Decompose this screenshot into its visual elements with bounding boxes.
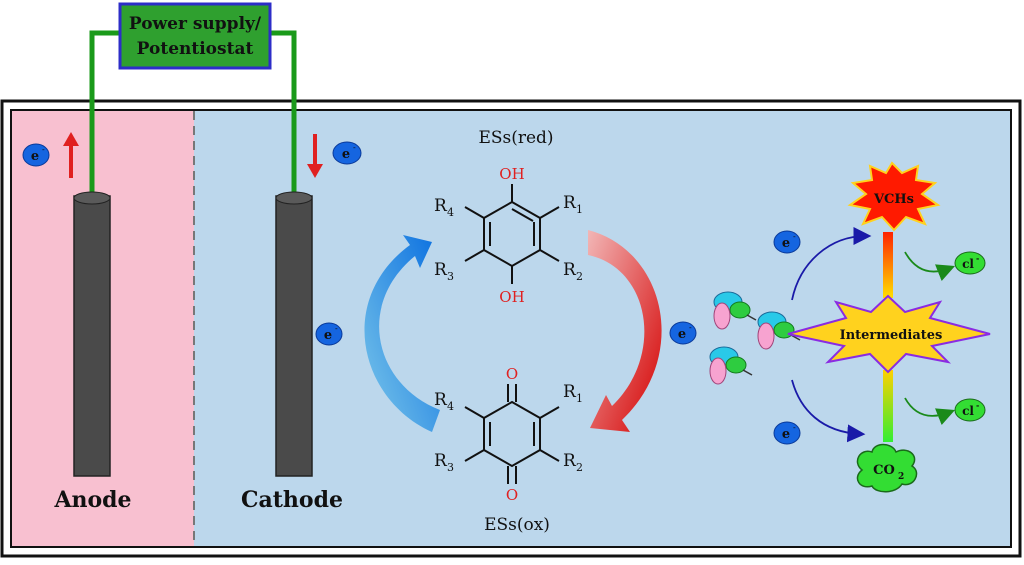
power-supply-box bbox=[118, 2, 272, 70]
power-supply-label-2: Potentiostat bbox=[137, 39, 254, 59]
vchs-to-intermediates-bar bbox=[883, 232, 893, 298]
cathode-electron-down-arrow bbox=[307, 134, 323, 178]
electron-to-microbes: e - bbox=[669, 321, 697, 345]
svg-text:1: 1 bbox=[576, 203, 583, 216]
oxidized-mediator-label: ESs(ox) bbox=[484, 515, 550, 535]
o-top-label: O bbox=[506, 365, 518, 383]
svg-text:e: e bbox=[324, 328, 332, 343]
svg-text:-: - bbox=[976, 400, 979, 410]
svg-text:3: 3 bbox=[447, 461, 454, 474]
co2-cloud: CO 2 bbox=[856, 443, 918, 493]
svg-text:R: R bbox=[434, 390, 448, 410]
electron-cathode-mid: e - bbox=[315, 322, 343, 346]
svg-text:-: - bbox=[42, 145, 45, 154]
cathode-rod bbox=[275, 195, 313, 477]
anode-rod-top bbox=[73, 191, 111, 205]
blue-reduction-arrow bbox=[364, 235, 440, 432]
chloride-blob-bottom: cl - bbox=[954, 398, 986, 422]
chloride-release-arrow-bottom bbox=[904, 397, 956, 426]
co2-label: CO bbox=[873, 463, 895, 478]
electron-lower-path: e - bbox=[773, 421, 801, 445]
chloride-blob-top: cl - bbox=[954, 251, 986, 275]
svg-text:-: - bbox=[689, 323, 692, 332]
svg-text:1: 1 bbox=[576, 392, 583, 405]
svg-text:e: e bbox=[782, 236, 790, 251]
svg-text:R: R bbox=[563, 451, 577, 471]
hydroquinone-structure bbox=[464, 184, 560, 284]
oh-bottom-label: OH bbox=[499, 288, 524, 306]
svg-text:e: e bbox=[31, 149, 39, 164]
svg-text:-: - bbox=[793, 232, 796, 241]
cathode-label: Cathode bbox=[241, 487, 343, 513]
anode-wire bbox=[89, 30, 122, 198]
svg-text:cl: cl bbox=[962, 404, 974, 418]
cathode-wire bbox=[268, 30, 297, 198]
svg-text:R: R bbox=[563, 260, 577, 280]
lower-electron-path-arrow bbox=[791, 379, 866, 443]
upper-electron-path-arrow bbox=[791, 227, 872, 301]
svg-text:e: e bbox=[678, 327, 686, 342]
reduced-mediator-label: ESs(red) bbox=[478, 128, 553, 148]
tank-inner-frame bbox=[10, 109, 1012, 548]
anode-electron-up-arrow bbox=[63, 132, 79, 178]
svg-text:R: R bbox=[434, 451, 448, 471]
svg-text:R: R bbox=[434, 260, 448, 280]
microbe-icon bbox=[709, 346, 753, 385]
svg-text:e: e bbox=[782, 427, 790, 442]
benzoquinone-structure bbox=[464, 384, 560, 484]
electron-cathode-top: e - bbox=[332, 141, 362, 165]
vchs-label: VCHs bbox=[873, 192, 914, 207]
anode-rod bbox=[73, 195, 111, 477]
cathode-rod-top bbox=[275, 191, 313, 205]
svg-text:-: - bbox=[976, 253, 979, 263]
svg-text:-: - bbox=[353, 143, 356, 152]
svg-text:-: - bbox=[335, 324, 338, 333]
svg-text:R: R bbox=[563, 193, 577, 213]
co2-subscript: 2 bbox=[898, 472, 904, 482]
svg-text:e: e bbox=[342, 147, 350, 162]
svg-text:4: 4 bbox=[447, 400, 454, 413]
o-bottom-label: O bbox=[506, 486, 518, 504]
svg-text:3: 3 bbox=[447, 270, 454, 283]
oh-top-label: OH bbox=[499, 165, 524, 183]
vchs-burst bbox=[847, 161, 941, 232]
intermediates-to-co2-bar bbox=[883, 370, 893, 442]
svg-text:2: 2 bbox=[576, 461, 583, 474]
svg-text:cl: cl bbox=[962, 257, 974, 271]
svg-text:4: 4 bbox=[447, 206, 454, 219]
anode-label: Anode bbox=[53, 487, 131, 513]
red-oxidation-arrow bbox=[588, 230, 662, 432]
electron-anode: e - bbox=[22, 143, 50, 167]
svg-text:R: R bbox=[563, 382, 577, 402]
intermediates-burst bbox=[787, 294, 991, 374]
intermediates-label: Intermediates bbox=[840, 328, 943, 343]
svg-text:-: - bbox=[793, 423, 796, 432]
chloride-release-arrow-top bbox=[904, 251, 956, 282]
microbe-icon bbox=[713, 291, 757, 330]
power-supply-label-1: Power supply/ bbox=[129, 14, 262, 34]
svg-text:R: R bbox=[434, 196, 448, 216]
svg-text:2: 2 bbox=[576, 270, 583, 283]
electron-upper-path: e - bbox=[773, 230, 801, 254]
